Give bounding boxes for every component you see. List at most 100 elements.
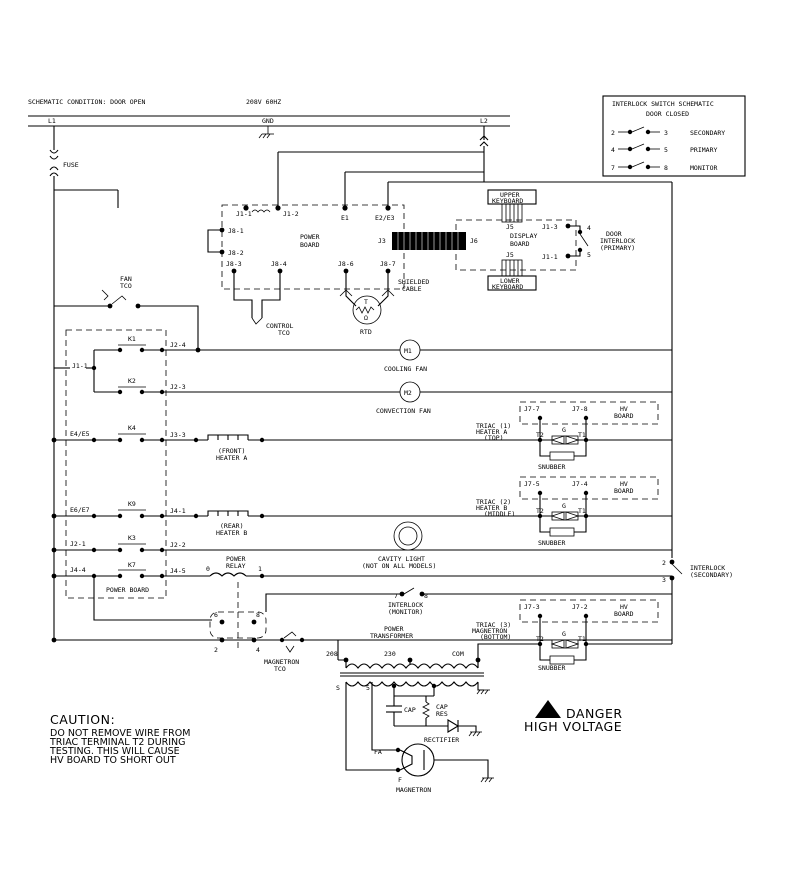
control-tco-wire-right <box>261 271 281 318</box>
legend-title: INTERLOCK SWITCH SCHEMATIC <box>612 100 714 108</box>
svg-text:5: 5 <box>587 251 591 259</box>
cavity-light-label-1: CAVITY LIGHT <box>378 555 425 563</box>
svg-text:0: 0 <box>206 565 210 573</box>
j3-3-label: J3-3 <box>170 431 186 439</box>
heater-b-element <box>207 510 249 516</box>
caution-line-3: TESTING. THIS WILL CAUSE <box>49 746 180 757</box>
legend-row-monitor: 7 8 MONITOR <box>611 161 717 172</box>
caution-line-1: DO NOT REMOVE WIRE FROM <box>50 728 190 739</box>
svg-text:(TOP): (TOP) <box>484 434 504 442</box>
svg-text:T: T <box>364 298 368 306</box>
transformer-label-2: TRANSFORMER <box>370 632 413 640</box>
j8-4-label: J8-4 <box>271 260 287 268</box>
svg-text:TRIAC (3): TRIAC (3) <box>476 621 511 629</box>
fan-tco-label-1: FAN <box>120 275 132 283</box>
shielded-cable-2: CABLE <box>402 285 422 293</box>
svg-text:BOARD: BOARD <box>614 610 634 618</box>
svg-text:K4: K4 <box>128 424 136 432</box>
svg-text:4: 4 <box>256 646 260 654</box>
supply-voltage: 208V 60HZ <box>246 98 281 106</box>
j8-6-label: J8-6 <box>338 260 354 268</box>
j8-1-label: J8-1 <box>228 227 244 235</box>
svg-text:5: 5 <box>664 146 668 154</box>
svg-text:HEATER A: HEATER A <box>476 428 507 436</box>
cap-res-label-2: RES <box>436 710 448 718</box>
magnetron-tco-label-2: TCO <box>274 665 286 673</box>
fuse-label: FUSE <box>63 161 79 169</box>
j5-upper-label: J5 <box>506 223 514 231</box>
control-tco-wire-left <box>233 271 253 318</box>
rtd-symbol <box>352 295 382 325</box>
svg-text:3: 3 <box>662 576 666 584</box>
svg-text:2: 2 <box>662 559 666 567</box>
svg-text:TRIAC (1): TRIAC (1) <box>476 422 511 430</box>
caution-title: CAUTION: <box>50 712 115 727</box>
triac-1-assembly: J7-7 J7-8 HV BOARD TRIAC (1) HEATER A (T… <box>476 401 659 471</box>
j2-1-label: J2-1 <box>70 540 86 548</box>
cap-res-label-1: CAP <box>436 703 448 711</box>
svg-text:K2: K2 <box>128 377 136 385</box>
relay-k9: K9 <box>117 500 165 519</box>
svg-text:FA: FA <box>374 748 382 756</box>
danger-line-2: HIGH VOLTAGE <box>524 719 622 734</box>
shield-ground-left <box>339 289 353 297</box>
legend-row-primary: 4 5 PRIMARY <box>611 143 717 154</box>
door-interlock-primary-switch <box>579 233 589 247</box>
svg-text:K3: K3 <box>128 534 136 542</box>
svg-text:6: 6 <box>214 611 218 619</box>
transformer-primary <box>345 663 479 669</box>
svg-text:BOARD: BOARD <box>614 487 634 495</box>
svg-text:2: 2 <box>214 646 218 654</box>
svg-text:J7-8: J7-8 <box>572 405 588 413</box>
svg-text:8: 8 <box>664 164 668 172</box>
control-tco-switch <box>251 317 263 325</box>
heater-a-element <box>207 434 249 440</box>
svg-text:HEATER B: HEATER B <box>476 504 507 512</box>
svg-text:F: F <box>398 776 402 784</box>
j1-1c-label: J1-1 <box>72 362 88 370</box>
triac-3-assembly: J7-3 J7-2 HV BOARD TRIAC (3) MAGNETRON (… <box>472 599 659 672</box>
relay-k2: K2 <box>94 377 165 395</box>
svg-text:J7-7: J7-7 <box>524 405 540 413</box>
interlock-monitor-label-2: (MONITOR) <box>388 608 423 616</box>
j8-3-label: J8-3 <box>226 260 242 268</box>
svg-text:G: G <box>562 502 566 510</box>
svg-text:T1: T1 <box>578 431 586 439</box>
caution-line-2: TRIAC TERMINAL T2 DURING <box>49 737 186 748</box>
svg-text:J7-5: J7-5 <box>524 480 540 488</box>
svg-text:SNUBBER: SNUBBER <box>538 664 565 672</box>
j2-4-label: J2-4 <box>170 341 186 349</box>
svg-text:Ω: Ω <box>364 314 368 322</box>
rear-heater-label-1: (REAR) <box>220 522 243 530</box>
j8-7-label: J8-7 <box>380 260 396 268</box>
svg-text:T2: T2 <box>536 507 544 515</box>
e6e7-label: E6/E7 <box>70 506 90 514</box>
power-board-label-1: POWER <box>300 233 320 241</box>
power-relay-label-1: POWER <box>226 555 246 563</box>
shield-ground-right <box>381 289 395 297</box>
svg-text:HV: HV <box>620 405 628 413</box>
legend-row-secondary: 2 3 SECONDARY <box>611 126 725 137</box>
interlock-secondary-label-2: (SECONDARY) <box>690 571 733 579</box>
cavity-light-bulb <box>393 521 423 551</box>
power-board-label-2: BOARD <box>300 241 320 249</box>
svg-text:KEYBOARD: KEYBOARD <box>492 197 523 205</box>
svg-text:8: 8 <box>256 611 260 619</box>
magnetron-label: MAGNETRON <box>396 786 431 794</box>
svg-text:230: 230 <box>384 650 396 658</box>
relay-k3: K3 <box>117 534 165 553</box>
fan-tco-label-2: TCO <box>120 282 132 290</box>
transformer-label-1: POWER <box>384 625 404 633</box>
svg-text:UPPER: UPPER <box>500 191 520 199</box>
door-interlock-label-1: DOOR <box>606 230 622 238</box>
ground-symbol <box>258 133 274 139</box>
svg-text:1: 1 <box>258 565 262 573</box>
svg-text:TRIAC (2): TRIAC (2) <box>476 498 511 506</box>
transformer-secondary <box>345 681 479 687</box>
door-interlock-label-2: INTERLOCK <box>600 237 635 245</box>
svg-text:2: 2 <box>611 129 615 137</box>
interlock-secondary-switch <box>671 563 683 575</box>
rear-heater-label-2: HEATER B <box>216 529 247 537</box>
power-relay-label-2: RELAY <box>226 562 246 570</box>
